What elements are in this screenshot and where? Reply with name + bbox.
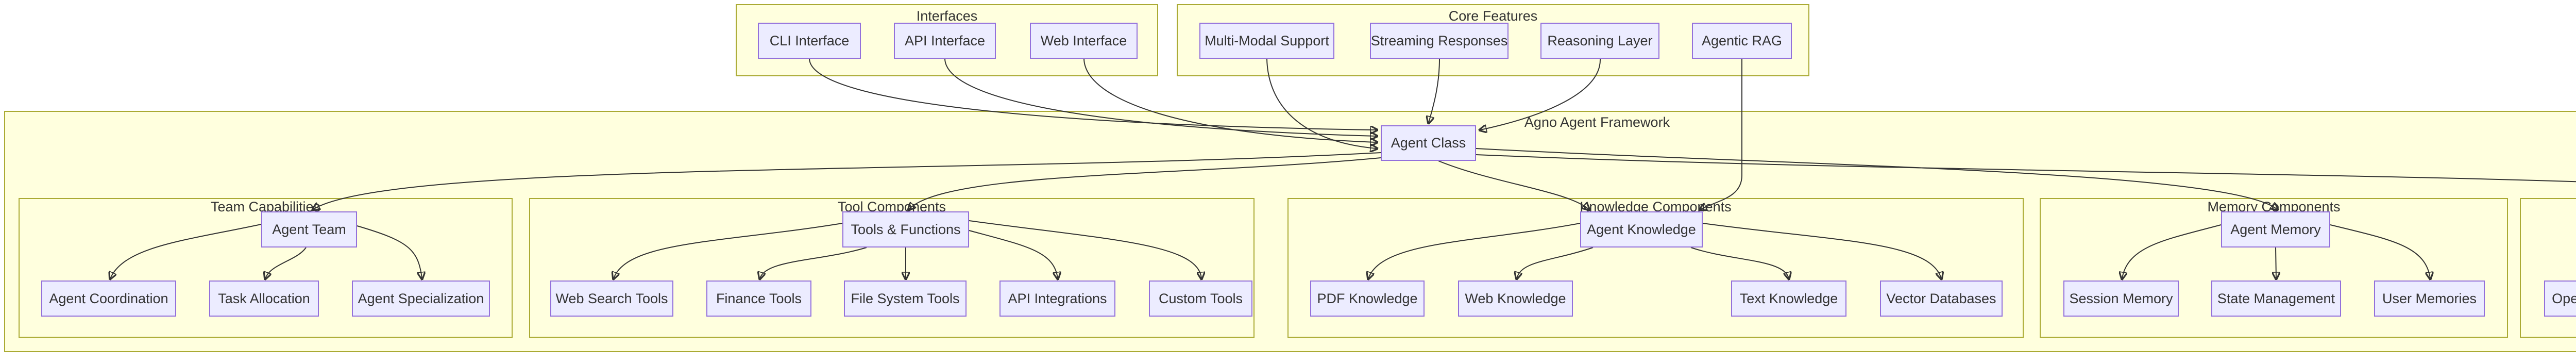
node-reasoning-layer: Reasoning Layer — [1540, 23, 1659, 59]
node-task-allocation-label: Task Allocation — [218, 290, 310, 306]
edge-tools-to-web-search-tools — [614, 223, 843, 278]
node-api-interface-label: API Interface — [904, 32, 986, 48]
node-reasoning-layer-label: Reasoning Layer — [1547, 32, 1653, 48]
edge-agent-class-to-agent-knowledge — [1438, 160, 1589, 209]
node-agent-class: Agent Class — [1381, 125, 1476, 161]
node-web-interface-label: Web Interface — [1040, 32, 1127, 48]
node-tools-functions-label: Tools & Functions — [851, 221, 961, 237]
edge-agent-class-to-agent-team — [313, 152, 1381, 209]
node-pdf-knowledge: PDF Knowledge — [1310, 280, 1425, 317]
edge-agent-team-to-agent-specialization — [357, 225, 422, 278]
node-vector-databases: Vector Databases — [1880, 280, 2003, 317]
edge-agent-team-to-agent-coordination — [110, 224, 262, 278]
cluster-agno-agent-framework-label: Agno Agent Framework — [1524, 114, 1670, 130]
node-tools-functions: Tools & Functions — [842, 211, 969, 248]
node-cli-interface: CLI Interface — [758, 23, 861, 59]
node-agentic-rag-label: Agentic RAG — [1701, 32, 1783, 48]
edge-knowledge-to-vector-databases — [1702, 223, 1941, 278]
node-agent-coordination-label: Agent Coordination — [49, 290, 168, 306]
node-pdf-knowledge-label: PDF Knowledge — [1317, 290, 1418, 306]
edge-memory-to-session-memory — [2122, 224, 2222, 278]
node-agent-coordination: Agent Coordination — [41, 280, 176, 317]
node-agent-knowledge-label: Agent Knowledge — [1587, 221, 1696, 237]
node-task-allocation: Task Allocation — [209, 280, 319, 317]
edge-knowledge-to-pdf-knowledge — [1368, 223, 1581, 278]
node-multi-modal-support-label: Multi-Modal Support — [1205, 32, 1329, 48]
node-state-management: State Management — [2211, 280, 2341, 317]
node-agent-knowledge: Agent Knowledge — [1580, 211, 1703, 248]
edge-cli-interface-to-agent-class — [809, 58, 1377, 130]
edge-reasoning-layer-to-agent-class — [1480, 58, 1601, 130]
node-file-system-tools-label: File System Tools — [851, 290, 960, 306]
node-session-memory: Session Memory — [2063, 280, 2179, 317]
node-multi-modal-support: Multi-Modal Support — [1199, 23, 1334, 59]
node-custom-tools-label: Custom Tools — [1158, 290, 1243, 306]
node-agent-memory: Agent Memory — [2221, 211, 2330, 248]
node-api-integrations: API Integrations — [999, 280, 1115, 317]
edge-multi-modal-support-to-agent-class — [1266, 58, 1377, 148]
node-streaming-responses: Streaming Responses — [1370, 23, 1509, 59]
edge-agentic-rag-to-agent-knowledge — [1700, 59, 1742, 209]
node-agent-team: Agent Team — [261, 211, 357, 248]
node-streaming-responses-label: Streaming Responses — [1370, 32, 1508, 48]
node-web-search-tools: Web Search Tools — [550, 280, 673, 317]
node-agent-specialization: Agent Specialization — [352, 280, 490, 317]
node-agent-specialization-label: Agent Specialization — [358, 290, 484, 306]
edge-tools-to-finance-tools — [760, 247, 867, 278]
node-cli-interface-label: CLI Interface — [769, 32, 850, 48]
edge-streaming-responses-to-agent-class — [1429, 58, 1440, 123]
node-custom-tools: Custom Tools — [1149, 280, 1252, 317]
node-finance-tools-label: Finance Tools — [716, 290, 802, 306]
edge-tools-to-api-integrations — [969, 230, 1058, 278]
edge-api-interface-to-agent-class — [944, 58, 1377, 136]
node-user-memories-label: User Memories — [2382, 290, 2477, 306]
node-agentic-rag: Agentic RAG — [1692, 23, 1792, 59]
node-finance-tools: Finance Tools — [706, 280, 811, 317]
node-web-knowledge-label: Web Knowledge — [1465, 290, 1566, 306]
edge-agent-team-to-task-allocation — [265, 247, 307, 278]
node-web-knowledge: Web Knowledge — [1458, 280, 1573, 317]
edge-agent-class-to-agent-memory — [1476, 148, 2277, 209]
node-vector-databases-label: Vector Databases — [1886, 290, 1996, 306]
edge-knowledge-to-web-knowledge — [1517, 247, 1594, 278]
node-openai-integration-label: OpenAI Integration — [2552, 290, 2576, 306]
edge-agent-class-to-tools-functions — [909, 157, 1381, 209]
node-api-interface: API Interface — [894, 23, 996, 59]
edge-memory-to-user-memories — [2330, 224, 2430, 278]
edge-knowledge-to-text-knowledge — [1690, 247, 1789, 278]
node-web-search-tools-label: Web Search Tools — [555, 290, 668, 306]
edge-agent-class-to-model-interface — [1476, 154, 2576, 183]
node-api-integrations-label: API Integrations — [1008, 290, 1107, 306]
node-agent-team-label: Agent Team — [272, 221, 346, 237]
node-agent-memory-label: Agent Memory — [2230, 221, 2321, 237]
node-openai-integration: OpenAI Integration — [2544, 280, 2576, 317]
node-state-management-label: State Management — [2217, 290, 2335, 306]
edge-tools-to-custom-tools — [969, 220, 1201, 278]
node-text-knowledge-label: Text Knowledge — [1739, 290, 1838, 306]
node-user-memories: User Memories — [2374, 280, 2485, 317]
node-file-system-tools: File System Tools — [844, 280, 967, 317]
node-session-memory-label: Session Memory — [2069, 290, 2173, 306]
node-text-knowledge: Text Knowledge — [1731, 280, 1846, 317]
node-agent-class-label: Agent Class — [1391, 135, 1466, 151]
node-web-interface: Web Interface — [1030, 23, 1138, 59]
edge-web-interface-to-agent-class — [1083, 58, 1377, 142]
